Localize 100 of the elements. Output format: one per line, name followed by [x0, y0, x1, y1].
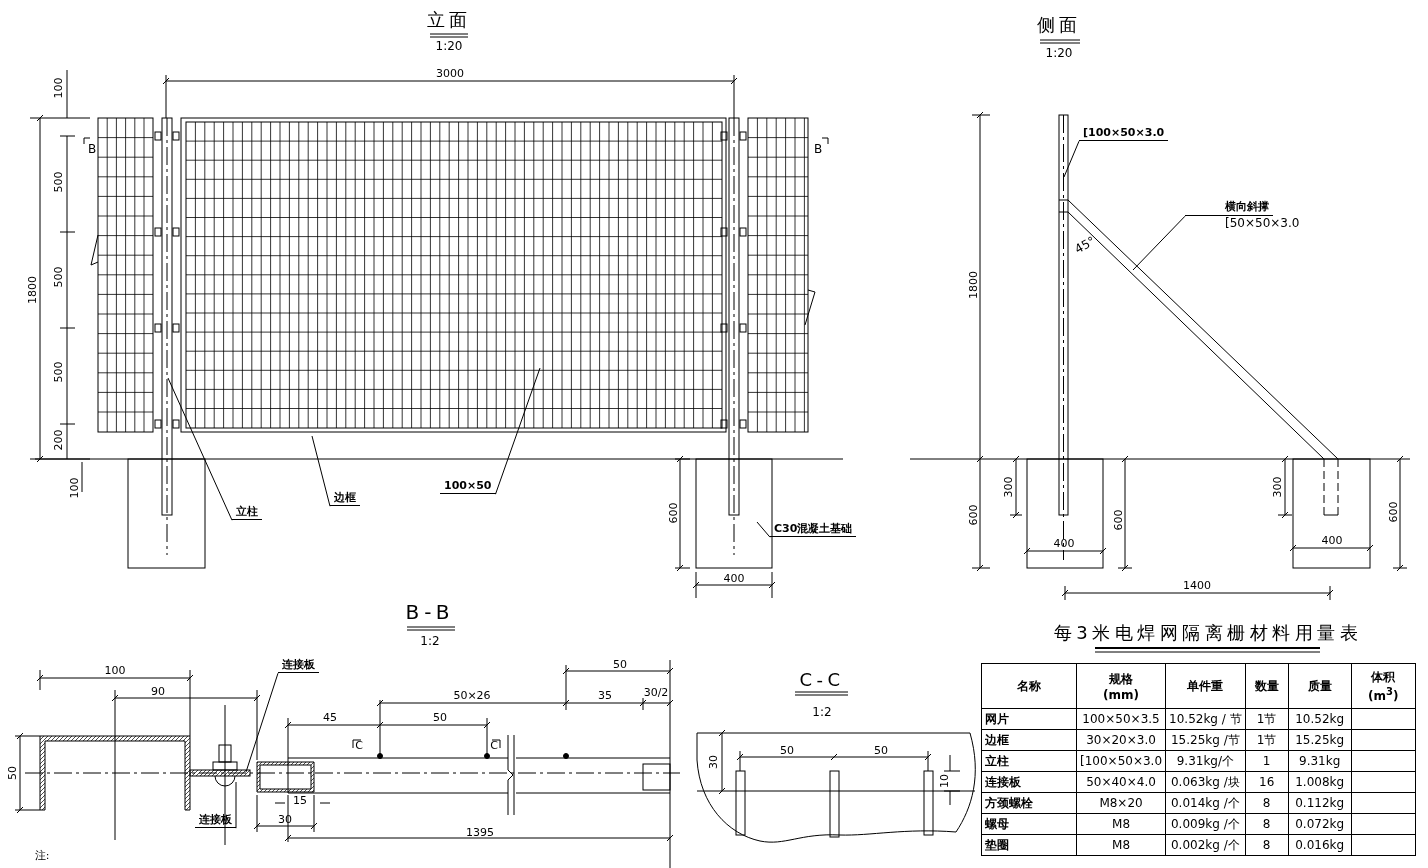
table-cell: 8 — [1245, 792, 1289, 814]
leader-line — [235, 781, 237, 829]
table-cell: 1.008kg — [1288, 771, 1352, 793]
dimension-text: 300 — [1002, 476, 1014, 498]
table-cell: 10.52kg — [1288, 708, 1352, 730]
table-cell: 0.016kg — [1288, 834, 1352, 856]
table-cell: 螺母 — [981, 813, 1077, 835]
table-cell: [100×50×3.0 — [1076, 750, 1166, 772]
section-mark: B — [813, 143, 823, 155]
table-cell: 100×50×3.5 — [1076, 708, 1166, 730]
callout-label: C30混凝土基础 — [770, 522, 857, 538]
table-cell: 10.52kg / 节 — [1165, 708, 1246, 730]
section-mark: C — [490, 739, 498, 751]
dimension-text: 15 — [293, 794, 307, 806]
dimension-text: 50 — [433, 711, 447, 723]
scale-label: 1:20 — [435, 40, 463, 52]
table-header: 名称 — [981, 663, 1077, 709]
callout-label: [100×50×3.0 — [1079, 126, 1169, 142]
table-cell: 0.014kg /个 — [1165, 792, 1246, 814]
leader-line — [167, 377, 233, 521]
dimension-text: 500 — [52, 266, 64, 288]
leader-line — [245, 672, 279, 773]
table-cell: 0.009kg /个 — [1165, 813, 1246, 835]
callout-label: 横向斜撑 — [1185, 200, 1273, 217]
dimension-text: 1395 — [466, 826, 494, 838]
table-cell: 15.25kg /节 — [1165, 729, 1246, 751]
dimension-text: 50 — [874, 744, 888, 756]
view-title: B-B — [405, 602, 455, 622]
table-cell: 0.072kg — [1288, 813, 1352, 835]
table-cell: 网片 — [981, 708, 1077, 730]
dimension-text: 100 — [104, 664, 126, 676]
dimension-text: 300 — [1271, 476, 1283, 498]
table-cell: 8 — [1245, 834, 1289, 856]
scale-label: 1:20 — [1045, 47, 1073, 59]
table-cell: 8 — [1245, 813, 1289, 835]
table-cell: 50×40×4.0 — [1076, 771, 1166, 793]
dimension-text: 1400 — [1183, 579, 1211, 591]
dimension-text: 1800 — [26, 276, 38, 304]
dimension-text: 3000 — [436, 67, 464, 79]
dimension-text: 30 — [278, 813, 292, 825]
dimension-text: 50×26 — [453, 689, 491, 701]
callout-label: 连接板 — [195, 813, 236, 829]
dimension-text: 30 — [707, 755, 719, 769]
dimension-text: 400 — [1321, 534, 1343, 546]
table-cell: 1 — [1245, 750, 1289, 772]
section-mark: B — [87, 143, 97, 155]
table-header: 规格 (mm) — [1076, 663, 1166, 709]
table-header: 单件重 — [1165, 663, 1246, 709]
view-title: 侧面 — [1036, 16, 1082, 34]
table-cell: M8 — [1076, 834, 1166, 856]
dimension-text: 1800 — [967, 271, 979, 299]
leader-line — [311, 435, 331, 507]
table-cell: 0.002kg /个 — [1165, 834, 1246, 856]
table-cell: 1节 — [1245, 729, 1289, 751]
dimension-text: 500 — [52, 171, 64, 193]
table-cell: 0.112kg — [1288, 792, 1352, 814]
table-cell: 方颈螺栓 — [981, 792, 1077, 814]
table-cell: 边框 — [981, 729, 1077, 751]
table-cell: 9.31kg/个 — [1165, 750, 1246, 772]
dimension-text: 100 — [52, 77, 64, 99]
table-cell: 0.063kg /块 — [1165, 771, 1246, 793]
callout-label: 100×50 — [440, 479, 496, 495]
table-cell: M8 — [1076, 813, 1166, 835]
table-cell: 9.31kg — [1288, 750, 1352, 772]
table-cell: 垫圈 — [981, 834, 1077, 856]
table-cell: 16 — [1245, 771, 1289, 793]
callout-label: 连接板 — [278, 658, 319, 674]
scale-label: 1:2 — [812, 706, 832, 718]
view-title: 立面 — [426, 11, 472, 29]
leader-line — [495, 367, 541, 495]
table-header: 数量 — [1245, 663, 1289, 709]
dimension-text: 200 — [52, 429, 64, 451]
table-cell: 立柱 — [981, 750, 1077, 772]
dimension-text: 35 — [598, 689, 612, 701]
dimension-text: 600 — [1112, 509, 1124, 531]
callout-label: 立柱 — [232, 505, 262, 521]
section-mark: C — [355, 739, 363, 751]
note-label: 注: — [34, 849, 50, 861]
dimension-text: 45 — [323, 711, 337, 723]
dimension-text: 400 — [723, 572, 745, 584]
scale-label: 1:2 — [420, 635, 440, 647]
table-header: 质量 — [1288, 663, 1352, 709]
table-header: 体积 (m$^{3}$) — [1351, 663, 1416, 709]
view-title: C-C — [799, 671, 845, 689]
dimension-text: 600 — [1387, 501, 1399, 523]
dimension-text: 45° — [1072, 234, 1098, 256]
spec-label: [50×50×3.0 — [1224, 216, 1300, 231]
table-cell: 15.25kg — [1288, 729, 1352, 751]
dimension-text: 600 — [967, 504, 979, 526]
dimension-text: 500 — [52, 361, 64, 383]
leader-line — [1132, 215, 1186, 271]
dimension-text: 100 — [68, 477, 80, 499]
table-cell: M8×20 — [1076, 792, 1166, 814]
dimension-text: 90 — [151, 685, 165, 697]
dimension-text: 50 — [780, 744, 794, 756]
dimension-text: 50 — [6, 766, 18, 780]
callout-label: 边框 — [330, 491, 360, 507]
leader-line — [756, 521, 771, 538]
table-cell: 30×20×3.0 — [1076, 729, 1166, 751]
dimension-text: 30/2 — [643, 686, 669, 698]
